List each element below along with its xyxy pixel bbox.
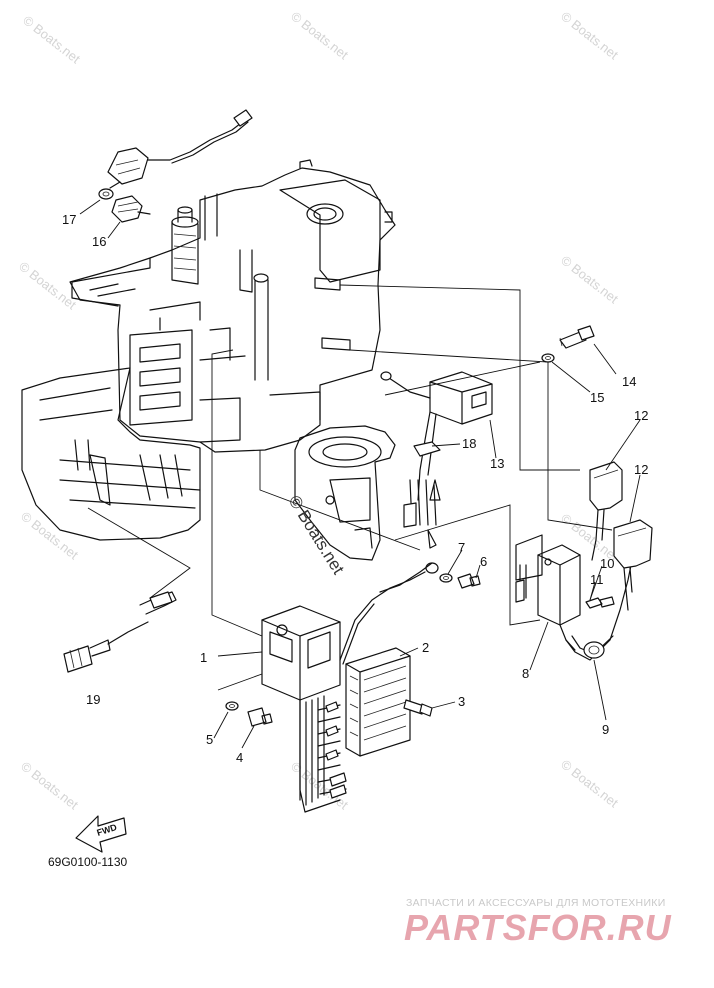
diagram-code: 69G0100-1130 [48,855,128,869]
watermark: © Boats.net [558,253,621,307]
callout-numbers: 17 16 14 15 12 12 18 13 7 6 10 11 8 9 1 … [62,212,648,765]
bolt-14 [559,325,595,349]
watermark: © Boats.net [558,757,621,811]
watermark: © Boats.net [288,9,351,63]
callout-13-label: 13 [490,456,504,471]
callout-12-lower: 12 [634,462,648,477]
callout-17: 17 [62,212,76,227]
spark-plug-lead-17 [98,109,253,200]
terminal-block-2 [345,647,411,757]
watermark: © Boats.net [16,259,79,313]
bottom-cowling [21,367,201,541]
callout-1: 1 [200,650,207,665]
callout-14: 14 [622,374,636,389]
washer-7 [379,562,453,593]
callout-9: 9 [602,722,609,737]
spark-plug-16 [111,195,151,223]
callout-12-upper: 12 [634,408,648,423]
rectifier-13 [380,371,493,501]
callout-11: 11 [590,572,604,587]
bolt-6 [457,573,481,589]
watermark-center: © Boats.net [285,492,348,578]
washer-15 [541,353,555,363]
callout-10: 10 [600,556,614,571]
callout-4: 4 [236,750,243,765]
bolt-11 [585,596,615,609]
washer-5 [225,701,239,711]
callout-5: 5 [206,732,213,747]
coil-lead-9 [565,559,633,661]
brand-tagline: ЗАПЧАСТИ И АКСЕССУАРЫ ДЛЯ МОТОТЕХНИКИ [406,897,666,909]
callout-19: 19 [86,692,100,707]
watermark: © Boats.net [18,759,81,813]
callout-16: 16 [92,234,106,249]
stator-base-assembly [294,425,396,561]
cdi-unit-1 [261,571,426,806]
callout-7: 7 [458,540,465,555]
callout-18: 18 [462,436,476,451]
plug-cap-12-lower [613,519,653,611]
bolt-4 [247,707,273,727]
callout-6: 6 [480,554,487,569]
callout-15: 15 [590,390,604,405]
ignition-coil-8 [515,534,581,651]
callout-2: 2 [422,640,429,655]
watermark: © Boats.net [20,13,83,67]
wire-harness-ends [299,699,347,813]
forward-arrow: FWD [75,815,127,853]
sensor-19 [63,591,177,673]
leader-lines [79,199,641,749]
plug-cap-12-upper [589,461,623,561]
watermark: © Boats.net [558,9,621,63]
powerhead-assembly [69,159,396,453]
brand-logo: PARTSFOR.RU [404,907,672,948]
screw-3 [403,699,433,717]
watermark: © Boats.net [18,509,81,563]
callout-3: 3 [458,694,465,709]
callout-8: 8 [522,666,529,681]
